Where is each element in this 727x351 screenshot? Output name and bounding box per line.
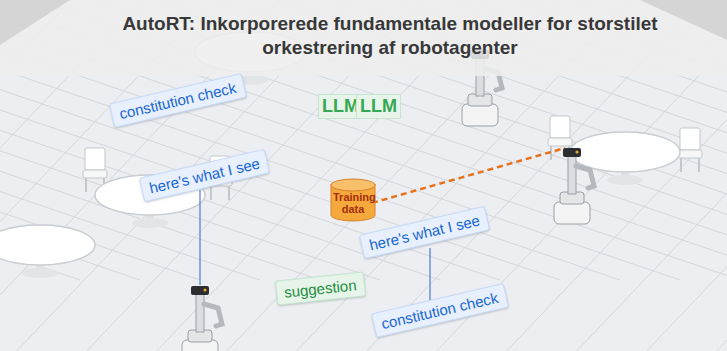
node-label: here's what I see: [368, 212, 482, 254]
chair: [678, 128, 702, 172]
grid-line: [0, 0, 727, 280]
leader-line: [199, 190, 200, 285]
grid-line: [0, 0, 727, 280]
title: AutoRT: Inkorporerede fundamentale model…: [110, 12, 670, 61]
suggestion-tag: suggestion: [275, 271, 366, 305]
llm-box: LLM: [356, 94, 401, 119]
grid-line: [0, 0, 727, 280]
data-cylinder: Training data: [330, 178, 376, 222]
perception-tag: here's what I see: [139, 149, 270, 202]
grid-line: [0, 0, 727, 280]
node-label: constitution check: [118, 79, 239, 123]
node-label: Training data: [333, 191, 373, 215]
robot: [182, 286, 222, 351]
robot: [554, 148, 594, 224]
node-label: LLM: [322, 96, 359, 117]
node-label: constitution check: [380, 289, 501, 333]
perception-tag: here's what I see: [359, 206, 490, 259]
data-flow-line: [372, 148, 565, 203]
node-label: here's what I see: [148, 155, 262, 197]
leader-line: [429, 248, 430, 306]
grid-line: [0, 0, 727, 280]
node-label: suggestion: [283, 276, 357, 301]
title-text: AutoRT: Inkorporerede fundamentale model…: [110, 12, 670, 61]
perception-tag: constitution check: [371, 283, 509, 338]
table: [0, 225, 95, 278]
table: [570, 132, 680, 185]
perception-tag: constitution check: [109, 73, 247, 128]
node-label: LLM: [360, 96, 397, 117]
